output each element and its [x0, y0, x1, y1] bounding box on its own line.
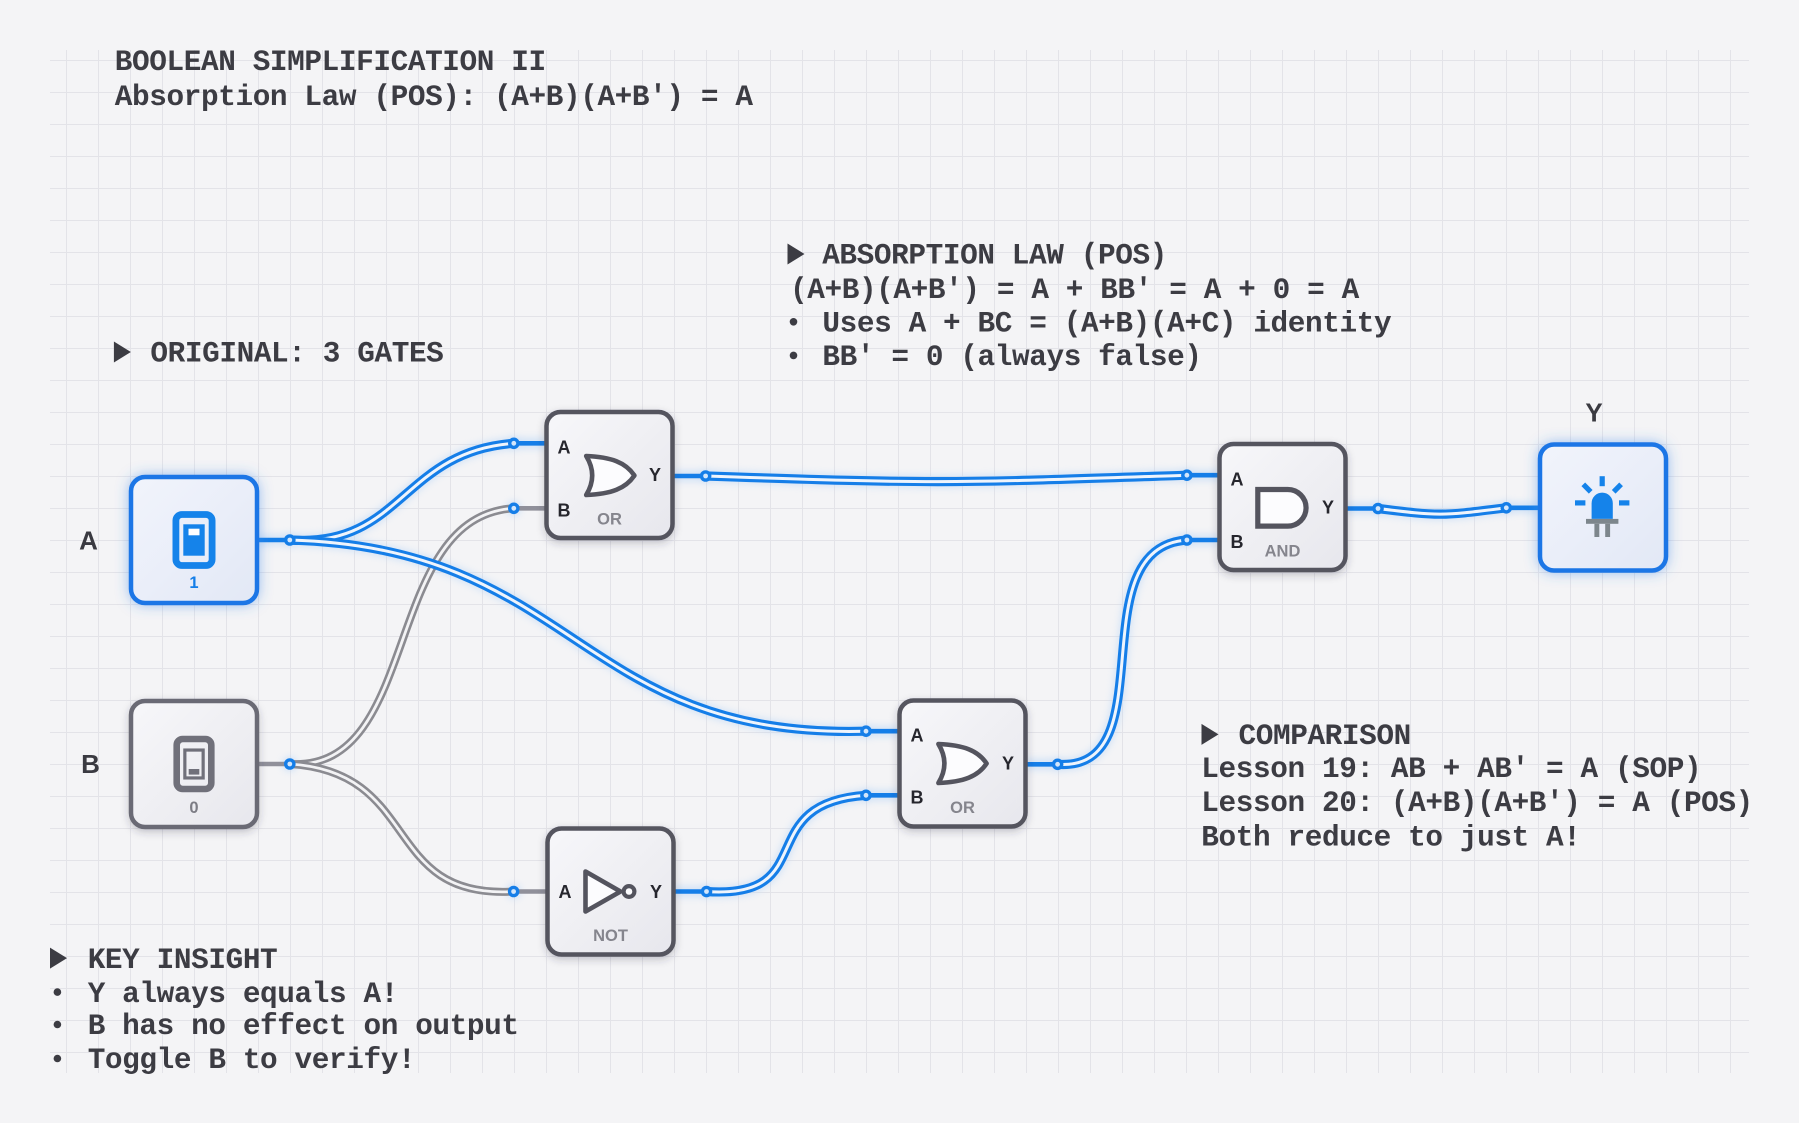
svg-text:Y: Y	[1585, 398, 1602, 428]
svg-text:1: 1	[189, 574, 198, 592]
svg-text:B: B	[1231, 532, 1244, 552]
svg-text:AND: AND	[1265, 543, 1301, 561]
svg-text:A: A	[1231, 469, 1244, 489]
svg-text:(A+B)(A+B') = A + BB' = A + 0: (A+B)(A+B') = A + BB' = A + 0 = A	[790, 274, 1360, 307]
svg-text:Uses A + BC = (A+B)(A+C) ident: Uses A + BC = (A+B)(A+C) identity	[822, 308, 1392, 341]
svg-text:B: B	[911, 787, 924, 807]
svg-text:0: 0	[189, 799, 198, 817]
svg-text:COMPARISON: COMPARISON	[1239, 720, 1411, 753]
svg-text:A: A	[558, 437, 571, 457]
svg-text:A: A	[559, 882, 572, 902]
svg-text:B: B	[81, 749, 100, 779]
svg-text:B has no effect on output: B has no effect on output	[88, 1010, 519, 1043]
svg-text:Toggle B to verify!: Toggle B to verify!	[88, 1044, 416, 1077]
svg-text:Y: Y	[1322, 498, 1334, 518]
svg-text:OR: OR	[597, 511, 622, 529]
svg-text:Y always equals A!: Y always equals A!	[88, 978, 398, 1011]
svg-text:Absorption Law (POS): (A+B)(A+: Absorption Law (POS): (A+B)(A+B') = A	[115, 81, 754, 114]
svg-text:BOOLEAN SIMPLIFICATION II: BOOLEAN SIMPLIFICATION II	[115, 46, 546, 79]
svg-text:A: A	[911, 725, 924, 745]
svg-text:NOT: NOT	[593, 927, 628, 945]
svg-text:ORIGINAL: 3 GATES: ORIGINAL: 3 GATES	[150, 338, 443, 371]
svg-text:Y: Y	[650, 882, 662, 902]
svg-text:Y: Y	[649, 465, 661, 485]
svg-text:B: B	[558, 500, 571, 520]
svg-text:ABSORPTION LAW (POS): ABSORPTION LAW (POS)	[822, 240, 1167, 273]
svg-text:BB' = 0 (always false): BB' = 0 (always false)	[822, 341, 1201, 374]
svg-text:A: A	[79, 526, 98, 556]
svg-text:Both reduce to just A!: Both reduce to just A!	[1201, 822, 1580, 855]
svg-text:Lesson 19: AB + AB' = A (SOP): Lesson 19: AB + AB' = A (SOP)	[1201, 753, 1701, 786]
svg-text:Y: Y	[1002, 753, 1014, 773]
svg-text:Lesson 20: (A+B)(A+B') = A (PO: Lesson 20: (A+B)(A+B') = A (POS)	[1201, 787, 1753, 820]
svg-text:KEY INSIGHT: KEY INSIGHT	[88, 944, 278, 977]
svg-text:OR: OR	[950, 799, 975, 817]
